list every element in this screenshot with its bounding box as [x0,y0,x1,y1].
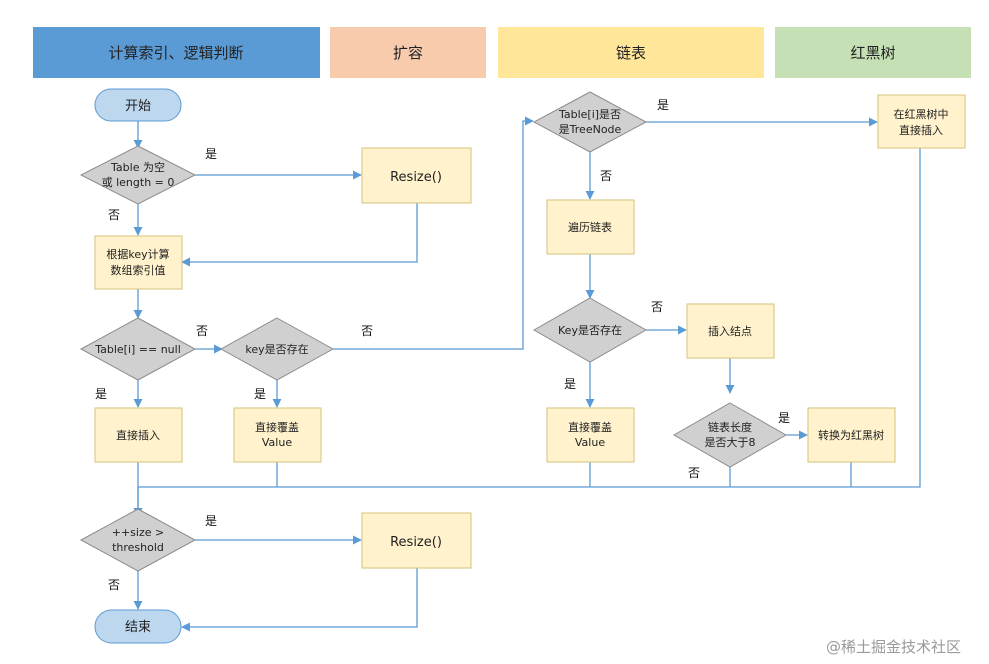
label-treenode-no: 否 [600,169,612,183]
decision-table-null-label: Table[i] == null [94,343,181,356]
insert-node-label: 插入结点 [708,324,752,338]
tree-insert-node: 在红黑树中 直接插入 [877,94,966,149]
label-size-no: 否 [108,578,120,592]
calc-index-node: 根据key计算 数组索引值 [94,235,183,290]
overwrite-value-1-line2: Value [262,436,292,449]
label-key2-yes: 是 [564,377,576,391]
decision-treenode-line1: Table[i]是否 [558,108,621,121]
lane-list-label: 链表 [616,44,646,62]
lane-index-label: 计算索引、逻辑判断 [108,44,243,62]
decision-size-line2: threshold [112,541,164,554]
label-len-no: 否 [688,466,700,480]
calc-index-line1: 根据key计算 [106,247,169,261]
traverse-list-label: 遍历链表 [568,220,612,234]
decision-treenode-line2: 是TreeNode [559,123,622,136]
watermark: @稀土掘金技术社区 [826,638,961,656]
edge-resize2-to-end [181,568,418,632]
label-len-yes: 是 [778,411,790,425]
edge-labels: 是 否 否 是 否 是 是 否 否 是 是 否 是 否 [95,98,790,592]
overwrite-value-2-line1: 直接覆盖 [568,420,612,434]
decision-table-empty-line1: Table 为空 [110,160,165,174]
lane-tree-label: 红黑树 [850,44,895,62]
decision-list-length: 链表长度 是否大于8 [672,402,788,468]
insert-direct-node: 直接插入 [94,407,183,463]
resize-bottom-node: Resize() [361,512,472,569]
lane-resize: 扩容 [330,27,486,78]
label-null-no: 否 [196,324,208,338]
overwrite-value-1-line1: 直接覆盖 [255,420,299,434]
decision-key-exists-2-label: Key是否存在 [558,323,622,337]
edge-resize-to-calc [181,203,418,267]
lane-resize-label: 扩容 [393,44,423,62]
resize-top-node: Resize() [361,147,472,204]
resize-top-label: Resize() [390,170,442,185]
insert-node-node: 插入结点 [686,303,775,359]
insert-direct-label: 直接插入 [116,428,160,442]
connectors [133,116,921,632]
decision-size-line1: ++size > [112,526,164,539]
decision-table-empty: Table 为空 或 length = 0 [79,145,197,205]
decision-list-length-line1: 链表长度 [708,420,752,434]
decision-key-exists: key是否存在 [219,317,335,381]
edge-keyexist-no [333,116,534,350]
decision-size-threshold: ++size > threshold [79,508,197,572]
decision-key-exists-label: key是否存在 [245,342,308,356]
decision-table-null: Table[i] == null [79,317,197,381]
label-key2-no: 否 [651,300,663,314]
lane-tree: 红黑树 [775,27,971,78]
label-keyexist-no: 否 [361,324,373,338]
label-empty-no: 否 [108,208,120,222]
to-tree-node: 转换为红黑树 [807,407,896,463]
label-empty-yes: 是 [205,147,217,161]
decision-table-empty-line2: 或 length = 0 [102,176,175,189]
start-label: 开始 [125,99,151,114]
to-tree-label: 转换为红黑树 [818,428,884,442]
lane-index: 计算索引、逻辑判断 [33,27,320,78]
label-null-yes: 是 [95,387,107,401]
decision-key-exists-2: Key是否存在 [532,297,648,363]
start-node: 开始 [94,88,182,122]
tree-insert-line1: 在红黑树中 [894,107,949,121]
resize-bottom-label: Resize() [390,535,442,550]
end-label: 结束 [125,620,151,635]
label-size-yes: 是 [205,514,217,528]
overwrite-value-node-2: 直接覆盖 Value [546,407,635,463]
decision-list-length-line2: 是否大于8 [705,435,756,449]
tree-insert-line2: 直接插入 [899,123,943,137]
calc-index-line2: 数组索引值 [111,263,166,277]
decision-treenode: Table[i]是否 是TreeNode [532,91,648,153]
overwrite-value-2-line2: Value [575,436,605,449]
label-treenode-yes: 是 [657,98,669,112]
edge-tree-merge [138,148,921,488]
label-keyexist-yes: 是 [254,387,266,401]
traverse-list-node: 遍历链表 [546,199,635,255]
lane-list: 链表 [498,27,764,78]
overwrite-value-node-1: 直接覆盖 Value [233,407,322,463]
end-node: 结束 [94,609,182,644]
